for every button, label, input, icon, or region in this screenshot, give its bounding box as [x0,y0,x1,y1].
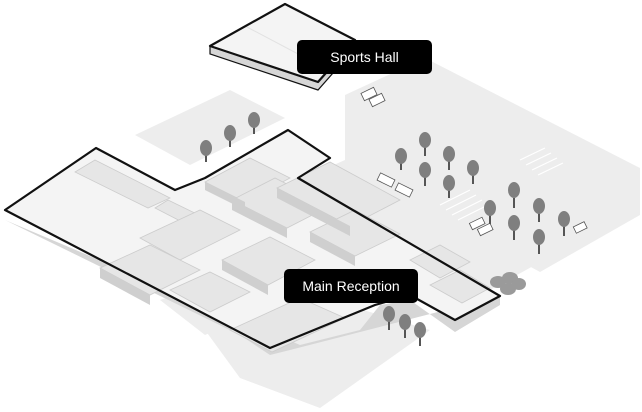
tree [419,132,431,156]
car [376,172,396,188]
shrubs [490,272,526,295]
car [476,222,494,237]
tree [419,162,431,186]
tree [533,198,545,222]
tree [467,160,479,184]
tree [508,182,520,208]
tree [558,211,570,236]
main-reception-label[interactable]: Main Reception [284,269,418,303]
parking-bays [439,147,564,221]
tree [395,148,407,170]
tree [224,125,236,147]
tree [200,140,212,162]
tree [533,229,545,254]
car [468,216,486,231]
wing-block [204,157,291,203]
parked-cars [360,86,588,237]
tree [414,322,426,346]
wing-block [221,236,316,286]
sports-hall-label[interactable]: Sports Hall [297,40,432,74]
tree [383,306,395,330]
trees [200,112,570,346]
car [368,92,386,108]
wing-block [139,209,241,261]
tree [248,112,260,134]
courtyard-north [135,90,285,165]
car [394,182,414,198]
car [360,86,378,102]
wing-block [74,159,171,209]
tree [443,175,455,198]
car [572,221,588,234]
tree [399,314,411,338]
wing-block [169,271,251,313]
tree [484,200,496,224]
tree [443,146,455,170]
wing-block [429,269,491,304]
tree [508,215,520,240]
